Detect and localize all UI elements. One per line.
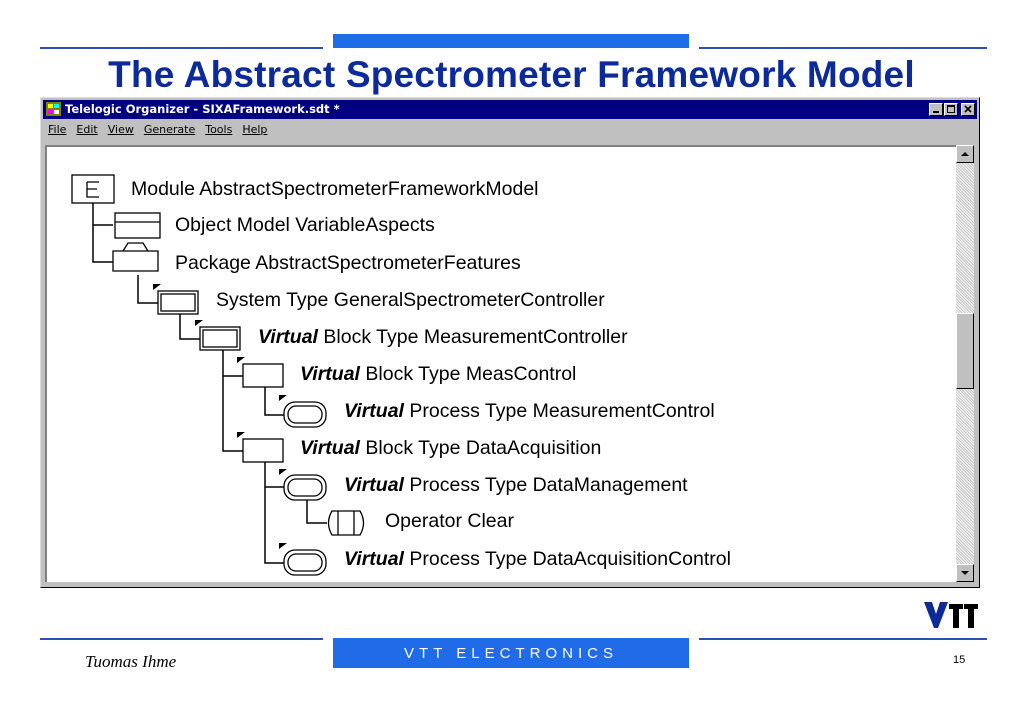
- menu-view-label: View: [107, 123, 134, 136]
- package-icon: [112, 242, 159, 272]
- tree-node-prefix: Virtual: [344, 474, 404, 496]
- tree-node-operator-clear[interactable]: Operator Clear: [385, 510, 514, 533]
- vtt-logo: [924, 602, 978, 628]
- footer-organization: VTT ELECTRONICS: [404, 645, 618, 662]
- tree-node-text: Process Type DataAcquisitionControl: [403, 548, 731, 570]
- tree-node-text: Operator Clear: [385, 510, 514, 532]
- top-accent-bar: [333, 34, 689, 48]
- scroll-down-button[interactable]: [956, 564, 974, 582]
- tree-node-process-dataacquisitioncontrol[interactable]: Virtual Process Type DataAcquisitionCont…: [344, 548, 731, 571]
- organizer-tree-view[interactable]: Module AbstractSpectrometerFrameworkMode…: [45, 145, 956, 582]
- menu-view[interactable]: View: [103, 120, 139, 136]
- menu-edit[interactable]: Edit: [71, 120, 102, 136]
- top-rule-right: [699, 47, 987, 49]
- object-model-icon: [114, 212, 161, 239]
- menu-generate-label: Generate: [143, 123, 196, 136]
- minimize-button[interactable]: [929, 103, 943, 116]
- tree-node-prefix: Virtual: [300, 437, 360, 459]
- page-number: 15: [953, 654, 966, 666]
- close-button[interactable]: [961, 103, 975, 116]
- scroll-up-arrow-icon: [961, 152, 969, 156]
- tree-node-text: Block Type MeasControl: [359, 363, 577, 385]
- menu-help[interactable]: Help: [237, 120, 272, 136]
- tree-node-text: Block Type DataAcquisition: [359, 437, 602, 459]
- vertical-scrollbar[interactable]: [956, 145, 974, 582]
- scroll-down-arrow-icon: [961, 571, 969, 575]
- menu-edit-label: Edit: [76, 123, 98, 136]
- tree-node-text: System Type GeneralSpectrometerControlle…: [216, 289, 605, 311]
- tree-node-module[interactable]: Module AbstractSpectrometerFrameworkMode…: [131, 178, 539, 201]
- tree-node-text: Block Type MeasurementController: [317, 326, 628, 348]
- menu-bar: File Edit View Generate Tools Help: [43, 120, 977, 140]
- tree-node-block-dataacquisition[interactable]: Virtual Block Type DataAcquisition: [300, 437, 601, 460]
- top-rule-left: [40, 47, 323, 49]
- tree-node-text: Object Model VariableAspects: [175, 214, 435, 236]
- menu-help-label: Help: [242, 123, 268, 136]
- scroll-up-button[interactable]: [956, 145, 974, 163]
- organizer-app-icon: [46, 102, 61, 116]
- tree-node-text: Package AbstractSpectrometerFeatures: [175, 252, 521, 274]
- tree-node-block-measurementcontroller[interactable]: Virtual Block Type MeasurementController: [258, 326, 628, 349]
- operator-icon: [327, 510, 365, 536]
- bottom-rule-right: [699, 638, 987, 640]
- tree-connectors: [71, 174, 365, 576]
- menu-generate[interactable]: Generate: [139, 120, 200, 136]
- menu-tools-label: Tools: [205, 123, 233, 136]
- block-type-icon: [242, 438, 284, 463]
- tree-node-text: Process Type MeasurementControl: [403, 400, 715, 422]
- window-titlebar[interactable]: Telelogic Organizer - SIXAFramework.sdt …: [43, 100, 977, 119]
- maximize-button[interactable]: [944, 103, 958, 116]
- bottom-rule-left: [40, 638, 323, 640]
- menu-file-label: File: [48, 123, 67, 136]
- minimize-icon: [933, 111, 939, 113]
- tree-node-system-type[interactable]: System Type GeneralSpectrometerControlle…: [216, 289, 605, 312]
- author-name: Tuomas Ihme: [85, 652, 177, 671]
- tree-node-prefix: Virtual: [344, 400, 404, 422]
- window-title: Telelogic Organizer - SIXAFramework.sdt …: [65, 102, 340, 116]
- tree-node-object-model[interactable]: Object Model VariableAspects: [175, 214, 435, 237]
- maximize-icon: [947, 105, 955, 113]
- tree-node-prefix: Virtual: [344, 548, 404, 570]
- tree-node-text: Process Type DataManagement: [403, 474, 688, 496]
- tree-node-text: Module AbstractSpectrometerFrameworkMode…: [131, 178, 539, 200]
- organizer-window: Telelogic Organizer - SIXAFramework.sdt …: [40, 97, 980, 588]
- tree-node-prefix: Virtual: [300, 363, 360, 385]
- tree-node-process-datamanagement[interactable]: Virtual Process Type DataManagement: [344, 474, 688, 497]
- tree-node-process-measurementcontrol[interactable]: Virtual Process Type MeasurementControl: [344, 400, 715, 423]
- tree-node-prefix: Virtual: [258, 326, 318, 348]
- slide-title: The Abstract Spectrometer Framework Mode…: [108, 54, 915, 95]
- tree-node-package[interactable]: Package AbstractSpectrometerFeatures: [175, 252, 521, 275]
- menu-tools[interactable]: Tools: [200, 120, 237, 136]
- footer-accent-bar: VTT ELECTRONICS: [333, 638, 689, 668]
- scrollbar-thumb[interactable]: [956, 313, 974, 389]
- tree-node-block-meascontrol[interactable]: Virtual Block Type MeasControl: [300, 363, 576, 386]
- block-type-icon: [242, 363, 284, 388]
- close-icon: [964, 105, 972, 113]
- menu-file[interactable]: File: [43, 120, 71, 136]
